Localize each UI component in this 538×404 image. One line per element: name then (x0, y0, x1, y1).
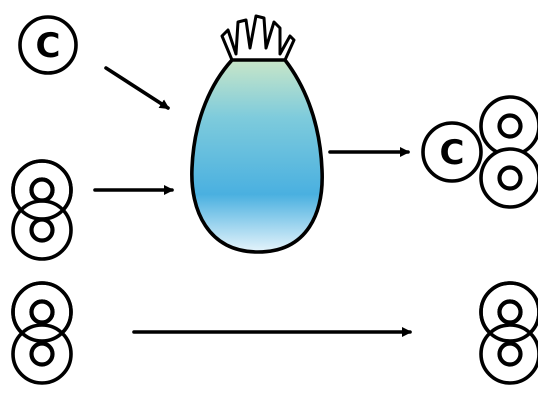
o-center (500, 344, 521, 365)
o-center (32, 220, 53, 241)
o-center (32, 344, 53, 365)
o-center (500, 168, 521, 189)
c-molecule-left: C (20, 17, 76, 73)
arrow-c-to-receptor (106, 68, 168, 108)
receptor-cell (192, 16, 322, 252)
oo-molecule-left-lower (13, 283, 71, 383)
c-molecule-label: C (36, 26, 61, 66)
o-center (32, 302, 53, 323)
o-center (500, 116, 521, 137)
oo-molecule-left-upper (13, 161, 71, 259)
c-oo-complex-right: C (423, 97, 538, 207)
c-molecule-label: C (440, 133, 465, 173)
receptor-body (192, 60, 322, 252)
oo-molecule-right-lower (481, 283, 538, 383)
o-center (32, 180, 53, 201)
receptor-cilia (222, 16, 294, 60)
o-center (500, 302, 521, 323)
